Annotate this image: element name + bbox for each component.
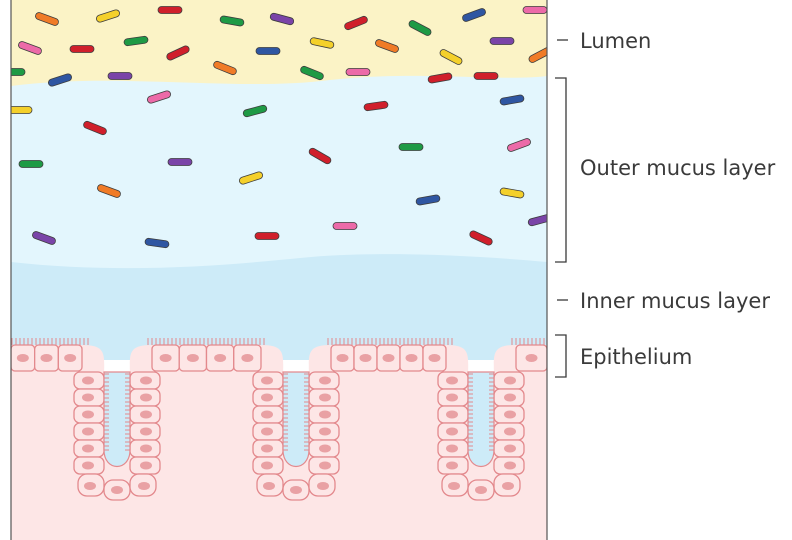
- bacterium-icon: [108, 73, 132, 80]
- epithelial-cell: [438, 389, 468, 406]
- epithelial-cell: [494, 372, 524, 389]
- bacterium-icon: [256, 48, 280, 55]
- epithelium-bracket: [555, 335, 566, 377]
- epithelial-cell: [438, 457, 468, 474]
- epithelial-cell: [309, 457, 339, 474]
- bacterium-icon: [70, 46, 94, 53]
- epithelial-cell: [74, 389, 104, 406]
- bacterium-icon: [333, 223, 357, 230]
- epithelial-cell: [494, 457, 524, 474]
- epithelial-cell: [257, 474, 283, 496]
- epithelial-cell: [494, 389, 524, 406]
- lumen-label: Lumen: [580, 29, 651, 53]
- epithelial-cell: [309, 406, 339, 423]
- epithelial-cell: [438, 406, 468, 423]
- epithelial-cell: [283, 480, 309, 500]
- epithelial-cell: [11, 345, 35, 371]
- epithelial-cell: [438, 440, 468, 457]
- inner-mucus-region: [11, 254, 547, 360]
- epithelial-cell: [74, 440, 104, 457]
- epithelial-cell: [152, 345, 179, 371]
- epithelium-tissue: [11, 338, 547, 540]
- epithelium-label: Epithelium: [580, 345, 692, 369]
- bacterium-icon: [346, 69, 370, 76]
- epithelial-cell: [253, 440, 283, 457]
- outer-mucus-label: Outer mucus layer: [580, 156, 776, 180]
- epithelial-cell: [516, 345, 547, 371]
- epithelial-cell: [494, 423, 524, 440]
- epithelial-cell: [400, 345, 423, 371]
- epithelial-cell: [253, 457, 283, 474]
- bacterium-icon: [474, 73, 498, 80]
- epithelial-cell: [423, 345, 446, 371]
- outer-mucus-bracket: [555, 78, 566, 262]
- epithelial-cell: [130, 389, 160, 406]
- bacterium-icon: [399, 144, 423, 151]
- inner-mucus-label: Inner mucus layer: [580, 289, 770, 313]
- bacterium-icon: [523, 7, 547, 14]
- epithelial-cell: [468, 480, 494, 500]
- epithelial-cell: [35, 345, 59, 371]
- epithelial-cell: [74, 406, 104, 423]
- epithelial-cell: [253, 406, 283, 423]
- epithelial-cell: [130, 423, 160, 440]
- bacterium-icon: [158, 7, 182, 14]
- epithelial-cell: [130, 474, 156, 496]
- epithelial-cell: [78, 474, 104, 496]
- epithelial-cell: [253, 389, 283, 406]
- epithelial-cell: [74, 372, 104, 389]
- epithelial-cell: [309, 423, 339, 440]
- bacterium-icon: [490, 38, 514, 45]
- epithelial-cell: [309, 474, 335, 496]
- epithelial-cell: [74, 423, 104, 440]
- epithelial-cell: [309, 372, 339, 389]
- epithelial-cell: [58, 345, 82, 371]
- epithelial-cell: [442, 474, 468, 496]
- epithelial-cell: [354, 345, 377, 371]
- epithelial-cell: [130, 372, 160, 389]
- epithelial-cell: [130, 406, 160, 423]
- epithelial-cell: [309, 389, 339, 406]
- epithelial-cell: [494, 406, 524, 423]
- bacterium-icon: [255, 233, 279, 240]
- epithelial-cell: [331, 345, 354, 371]
- epithelial-cell: [438, 372, 468, 389]
- epithelial-cell: [494, 474, 520, 496]
- bacterium-icon: [8, 107, 32, 114]
- epithelial-cell: [438, 423, 468, 440]
- epithelial-cell: [253, 372, 283, 389]
- epithelial-cell: [253, 423, 283, 440]
- outer-mucus-region: [11, 76, 547, 270]
- epithelial-cell: [130, 457, 160, 474]
- epithelial-cell: [494, 440, 524, 457]
- bacterium-icon: [1, 69, 25, 76]
- epithelial-cell: [207, 345, 234, 371]
- bacterium-icon: [19, 161, 43, 168]
- epithelial-cell: [104, 480, 130, 500]
- epithelial-cell: [74, 457, 104, 474]
- bacterium-icon: [168, 159, 192, 166]
- epithelial-cell: [234, 345, 261, 371]
- epithelial-cell: [130, 440, 160, 457]
- epithelial-cell: [309, 440, 339, 457]
- epithelial-cell: [377, 345, 400, 371]
- epithelial-cell: [179, 345, 206, 371]
